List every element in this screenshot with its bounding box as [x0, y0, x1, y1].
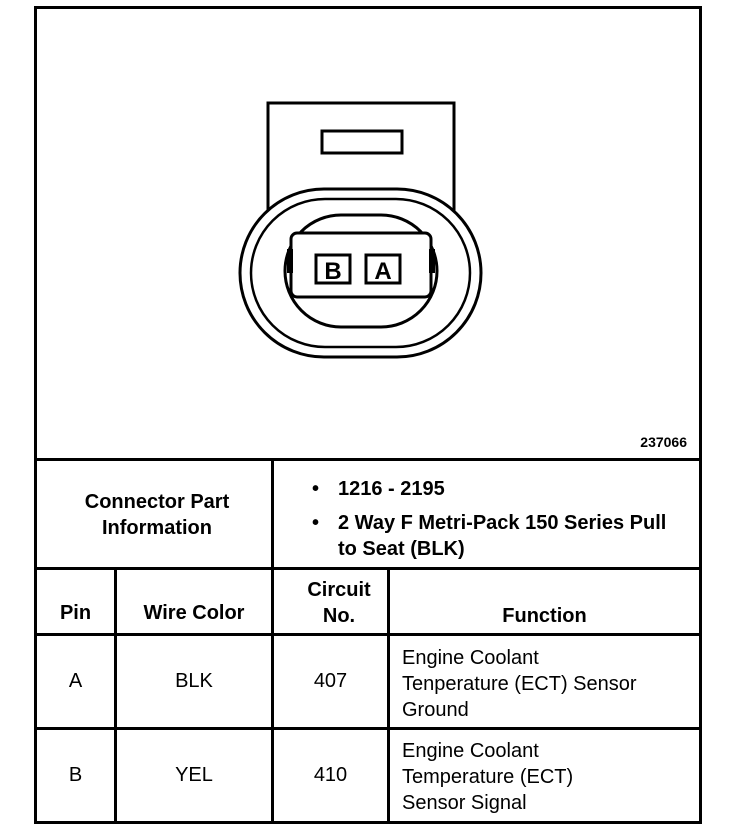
connector-face-drawing: B A [238, 101, 483, 359]
connector-chart-frame: B A 237066 Connector Part Information Pi… [34, 6, 702, 824]
pin-a-label: A [374, 258, 391, 285]
connector-info-bullets: • 1216 - 2195 • 2 Way F Metri-Pack 150 S… [312, 476, 672, 570]
divider-col-3 [387, 570, 390, 824]
terminal-cavity [289, 231, 433, 299]
header-wire-color: Wire Color [143, 602, 245, 624]
divider-col-1 [114, 570, 117, 824]
row-b-circuit: 410 [313, 764, 348, 786]
divider-row [37, 727, 699, 730]
divider-col-2 [271, 570, 274, 824]
right-tab [429, 249, 435, 273]
divider-info-col [271, 461, 274, 633]
figure-id: 237066 [640, 434, 687, 450]
connector-info-label: Connector Part Information [84, 491, 230, 539]
divider-figure [37, 458, 699, 461]
header-circuit: Circuit No. [307, 579, 371, 627]
bullet-icon: • [312, 512, 320, 534]
bullet-item: • 2 Way F Metri-Pack 150 Series Pull to … [312, 510, 672, 562]
row-b-function: Engine Coolant Temperature (ECT) Sensor … [402, 740, 574, 814]
row-b-wire-color: YEL [175, 764, 213, 786]
bullet-icon: • [312, 478, 320, 500]
left-tab [287, 249, 293, 273]
row-a-function: Engine Coolant Tenperature (ECT) Sensor … [402, 647, 637, 721]
header-pin: Pin [59, 602, 92, 624]
row-a-pin: A [68, 670, 83, 692]
row-a-circuit: 407 [313, 670, 348, 692]
bullet-item: • 1216 - 2195 [312, 476, 672, 502]
pin-a-box [364, 253, 402, 285]
latch-slot [320, 129, 404, 155]
pin-b-label: B [324, 258, 341, 285]
bullet-description: 2 Way F Metri-Pack 150 Series Pull to Se… [338, 512, 667, 560]
connector-illustration: B A 237066 [37, 9, 699, 461]
bullet-part-number: 1216 - 2195 [338, 478, 445, 500]
divider-info [37, 567, 699, 570]
row-b-pin: B [68, 764, 83, 786]
divider-header [37, 633, 699, 636]
pin-b-box [314, 253, 352, 285]
row-a-wire-color: BLK [175, 670, 213, 692]
header-function: Function [502, 605, 587, 627]
